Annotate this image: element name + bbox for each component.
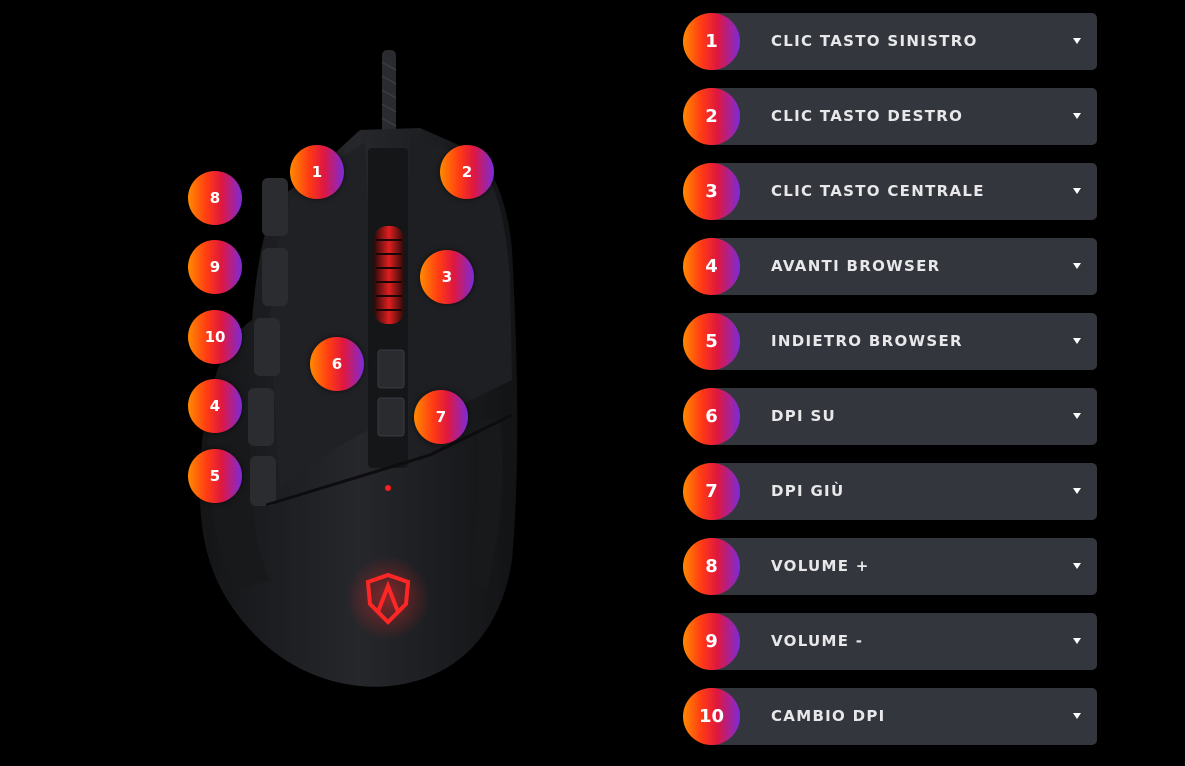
button-number-badge: 2: [683, 88, 740, 145]
mapping-row-7: DPI GIÙ 7: [683, 463, 1097, 520]
hotspot-button-1[interactable]: 1: [290, 145, 344, 199]
button-number-badge: 8: [683, 538, 740, 595]
button-number-badge: 10: [683, 688, 740, 745]
caret-down-icon: [1073, 113, 1081, 119]
caret-down-icon: [1073, 488, 1081, 494]
scroll-wheel: [374, 226, 404, 324]
mapping-row-2: CLIC TASTO DESTRO 2: [683, 88, 1097, 145]
mapping-dropdown-8[interactable]: VOLUME +: [705, 538, 1097, 595]
hotspot-button-10[interactable]: 10: [188, 310, 242, 364]
mapping-dropdown-9[interactable]: VOLUME -: [705, 613, 1097, 670]
hotspot-button-2[interactable]: 2: [440, 145, 494, 199]
mapping-row-4: AVANTI BROWSER 4: [683, 238, 1097, 295]
mapping-label: DPI SU: [771, 407, 837, 425]
left-click-surface: [270, 142, 372, 490]
mapping-label: DPI GIÙ: [771, 482, 845, 500]
mapping-dropdown-4[interactable]: AVANTI BROWSER: [705, 238, 1097, 295]
side-button-shape: [262, 178, 288, 236]
hotspot-number: 1: [311, 163, 323, 181]
hotspot-number: 8: [209, 189, 221, 207]
mapping-label: CAMBIO DPI: [771, 707, 886, 725]
mapping-dropdown-10[interactable]: CAMBIO DPI: [705, 688, 1097, 745]
brand-logo: [365, 572, 411, 625]
mapping-label: CLIC TASTO CENTRALE: [771, 182, 985, 200]
hotspot-button-9[interactable]: 9: [188, 240, 242, 294]
caret-down-icon: [1073, 413, 1081, 419]
caret-down-icon: [1073, 713, 1081, 719]
mapping-row-9: VOLUME - 9: [683, 613, 1097, 670]
mapping-row-1: CLIC TASTO SINISTRO 1: [683, 13, 1097, 70]
caret-down-icon: [1073, 188, 1081, 194]
button-number-badge: 4: [683, 238, 740, 295]
hotspot-number: 10: [204, 328, 226, 346]
mapping-label: CLIC TASTO SINISTRO: [771, 32, 978, 50]
button-number-badge: 1: [683, 13, 740, 70]
mapping-dropdown-2[interactable]: CLIC TASTO DESTRO: [705, 88, 1097, 145]
side-button-shape: [254, 318, 280, 376]
mapping-row-8: VOLUME + 8: [683, 538, 1097, 595]
hotspot-button-8[interactable]: 8: [188, 171, 242, 225]
hotspot-button-3[interactable]: 3: [420, 250, 474, 304]
caret-down-icon: [1073, 638, 1081, 644]
mapping-dropdown-7[interactable]: DPI GIÙ: [705, 463, 1097, 520]
hotspot-number: 7: [435, 408, 447, 426]
side-button-shape: [250, 456, 276, 506]
mapping-row-10: CAMBIO DPI 10: [683, 688, 1097, 745]
mapping-row-5: INDIETRO BROWSER 5: [683, 313, 1097, 370]
mapping-dropdown-5[interactable]: INDIETRO BROWSER: [705, 313, 1097, 370]
mapping-label: INDIETRO BROWSER: [771, 332, 963, 350]
mapping-row-6: DPI SU 6: [683, 388, 1097, 445]
side-button-shape: [262, 248, 288, 306]
hotspot-number: 6: [331, 355, 343, 373]
hotspot-number: 5: [209, 467, 221, 485]
hotspot-number: 9: [209, 258, 221, 276]
hotspot-button-5[interactable]: 5: [188, 449, 242, 503]
caret-down-icon: [1073, 263, 1081, 269]
hotspot-number: 2: [461, 163, 473, 181]
dpi-down-button-shape: [377, 397, 405, 437]
button-number-badge: 9: [683, 613, 740, 670]
mapping-dropdown-6[interactable]: DPI SU: [705, 388, 1097, 445]
mapping-label: AVANTI BROWSER: [771, 257, 941, 275]
button-number-badge: 3: [683, 163, 740, 220]
mapping-row-3: CLIC TASTO CENTRALE 3: [683, 163, 1097, 220]
button-mapping-list: CLIC TASTO SINISTRO 1 CLIC TASTO DESTRO …: [683, 13, 1097, 763]
caret-down-icon: [1073, 338, 1081, 344]
hotspot-button-7[interactable]: 7: [414, 390, 468, 444]
dpi-led: [385, 485, 391, 491]
mapping-dropdown-1[interactable]: CLIC TASTO SINISTRO: [705, 13, 1097, 70]
mapping-label: VOLUME +: [771, 557, 870, 575]
caret-down-icon: [1073, 38, 1081, 44]
dpi-up-button-shape: [377, 349, 405, 389]
button-number-badge: 6: [683, 388, 740, 445]
caret-down-icon: [1073, 563, 1081, 569]
hotspot-button-6[interactable]: 6: [310, 337, 364, 391]
mouse-cable: [382, 50, 396, 145]
mapping-dropdown-3[interactable]: CLIC TASTO CENTRALE: [705, 163, 1097, 220]
mouse-illustration: 1 2 3 8 9 10 6 4 7 5: [188, 50, 518, 687]
button-number-badge: 5: [683, 313, 740, 370]
hotspot-button-4[interactable]: 4: [188, 379, 242, 433]
mapping-label: VOLUME -: [771, 632, 864, 650]
button-number-badge: 7: [683, 463, 740, 520]
hotspot-number: 3: [441, 268, 453, 286]
hotspot-number: 4: [209, 397, 221, 415]
side-button-shape: [248, 388, 274, 446]
mapping-label: CLIC TASTO DESTRO: [771, 107, 964, 125]
